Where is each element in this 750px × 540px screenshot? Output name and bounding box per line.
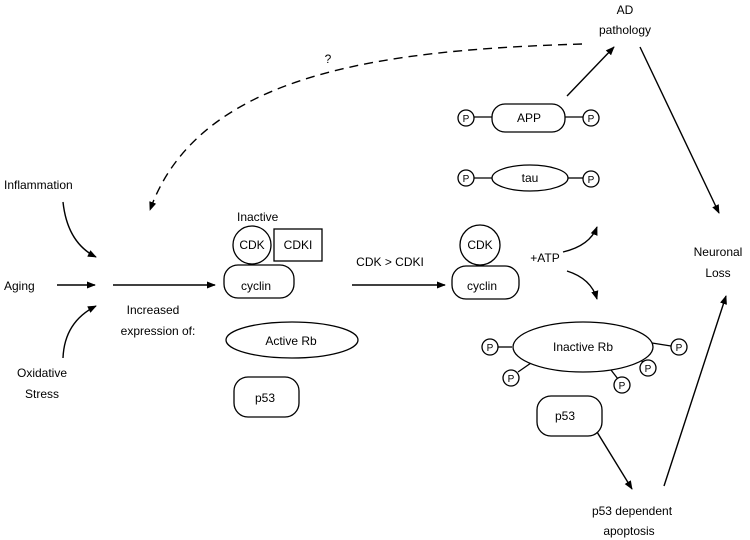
rb-phospho-bottom-right-1-label: P xyxy=(619,381,626,392)
p53-label-right: p53 xyxy=(555,409,575,423)
neuronal-loss-label-line1: Neuronal xyxy=(694,245,743,259)
rb-phospho-bottom-left xyxy=(502,369,520,387)
atp-down-arrow xyxy=(566,270,599,300)
feedback-dashed-arrow xyxy=(149,43,583,211)
app-phospho-left-label: P xyxy=(463,114,470,125)
app-label: APP xyxy=(517,111,541,125)
cdk-label-left: CDK xyxy=(239,238,264,252)
tau-phospho-left-label: P xyxy=(463,174,470,185)
rb-phospho-right xyxy=(670,338,688,356)
oxidative-stress-label-line2: Stress xyxy=(25,387,59,401)
rb-phospho-bottom-right-2 xyxy=(639,359,657,377)
tau-phospho-right-label: P xyxy=(588,175,595,186)
increased-label-line1: Increased xyxy=(127,303,180,317)
inflammation-arrow xyxy=(62,201,97,258)
p53-to-apoptosis-arrow xyxy=(596,431,633,490)
rb-phospho-bottom-left-label: P xyxy=(508,374,515,385)
rb-phospho-bottom-right-1 xyxy=(613,376,631,394)
rb-bond-bottom-left xyxy=(517,362,532,373)
ad-pathology-label-line1: AD xyxy=(617,3,634,17)
apoptosis-label-line1: p53 dependent xyxy=(592,504,673,518)
p53-label-left: p53 xyxy=(255,391,275,405)
app-phospho-right xyxy=(582,109,600,127)
cdk-circle-left xyxy=(232,225,272,265)
inactive-rb-label: Inactive Rb xyxy=(553,340,613,354)
rb-phospho-left-label: P xyxy=(487,343,494,354)
rb-phospho-right-label: P xyxy=(676,343,683,354)
aging-label: Aging xyxy=(4,279,35,293)
p53-box-left xyxy=(233,376,300,418)
tau-phospho-right xyxy=(582,170,600,188)
cdk-gt-cdki-label: CDK > CDKI xyxy=(356,255,424,269)
neuronal-loss-label-line2: Loss xyxy=(705,266,730,280)
tau-phospho-left xyxy=(457,169,475,187)
ad-to-neuronal-loss-arrow xyxy=(639,46,720,214)
oxidative-stress-label-line1: Oxidative xyxy=(17,366,67,380)
atp-up-arrow xyxy=(562,226,598,253)
cdk-label-right: CDK xyxy=(467,238,492,252)
inflammation-label: Inflammation xyxy=(4,178,73,192)
inactive-label: Inactive xyxy=(237,210,279,224)
atp-label: +ATP xyxy=(530,251,559,265)
cyclin-label-right: cyclin xyxy=(467,279,497,293)
apoptosis-to-neuronal-loss-arrow xyxy=(663,295,727,487)
apoptosis-label-line2: apoptosis xyxy=(603,524,654,538)
cyclin-box-left xyxy=(223,264,295,299)
cdk-circle-right xyxy=(459,224,501,266)
rb-bond-right xyxy=(651,342,672,347)
rb-phospho-left xyxy=(481,338,499,356)
question-mark: ? xyxy=(325,52,332,66)
increased-label-line2: expression of: xyxy=(121,324,196,338)
app-box xyxy=(491,103,566,133)
app-phospho-left xyxy=(457,109,475,127)
inactive-rb-ellipse xyxy=(512,321,654,373)
app-phospho-right-label: P xyxy=(588,114,595,125)
cyclin-box-right xyxy=(451,265,520,300)
active-rb-label: Active Rb xyxy=(265,334,317,348)
app-to-ad-arrow xyxy=(566,46,615,97)
cyclin-label-left: cyclin xyxy=(241,279,271,293)
oxidative-stress-arrow xyxy=(62,305,97,359)
rb-phospho-bottom-right-2-label: P xyxy=(645,364,652,375)
cdki-label: CDKI xyxy=(284,238,313,252)
tau-label: tau xyxy=(522,171,539,185)
cdki-box xyxy=(273,228,323,262)
active-rb-ellipse xyxy=(225,321,359,359)
rb-bond-bottom-right-1 xyxy=(610,369,619,380)
p53-box-right xyxy=(536,395,603,437)
tau-ellipse xyxy=(491,164,569,192)
ad-pathology-label-line2: pathology xyxy=(599,23,651,37)
